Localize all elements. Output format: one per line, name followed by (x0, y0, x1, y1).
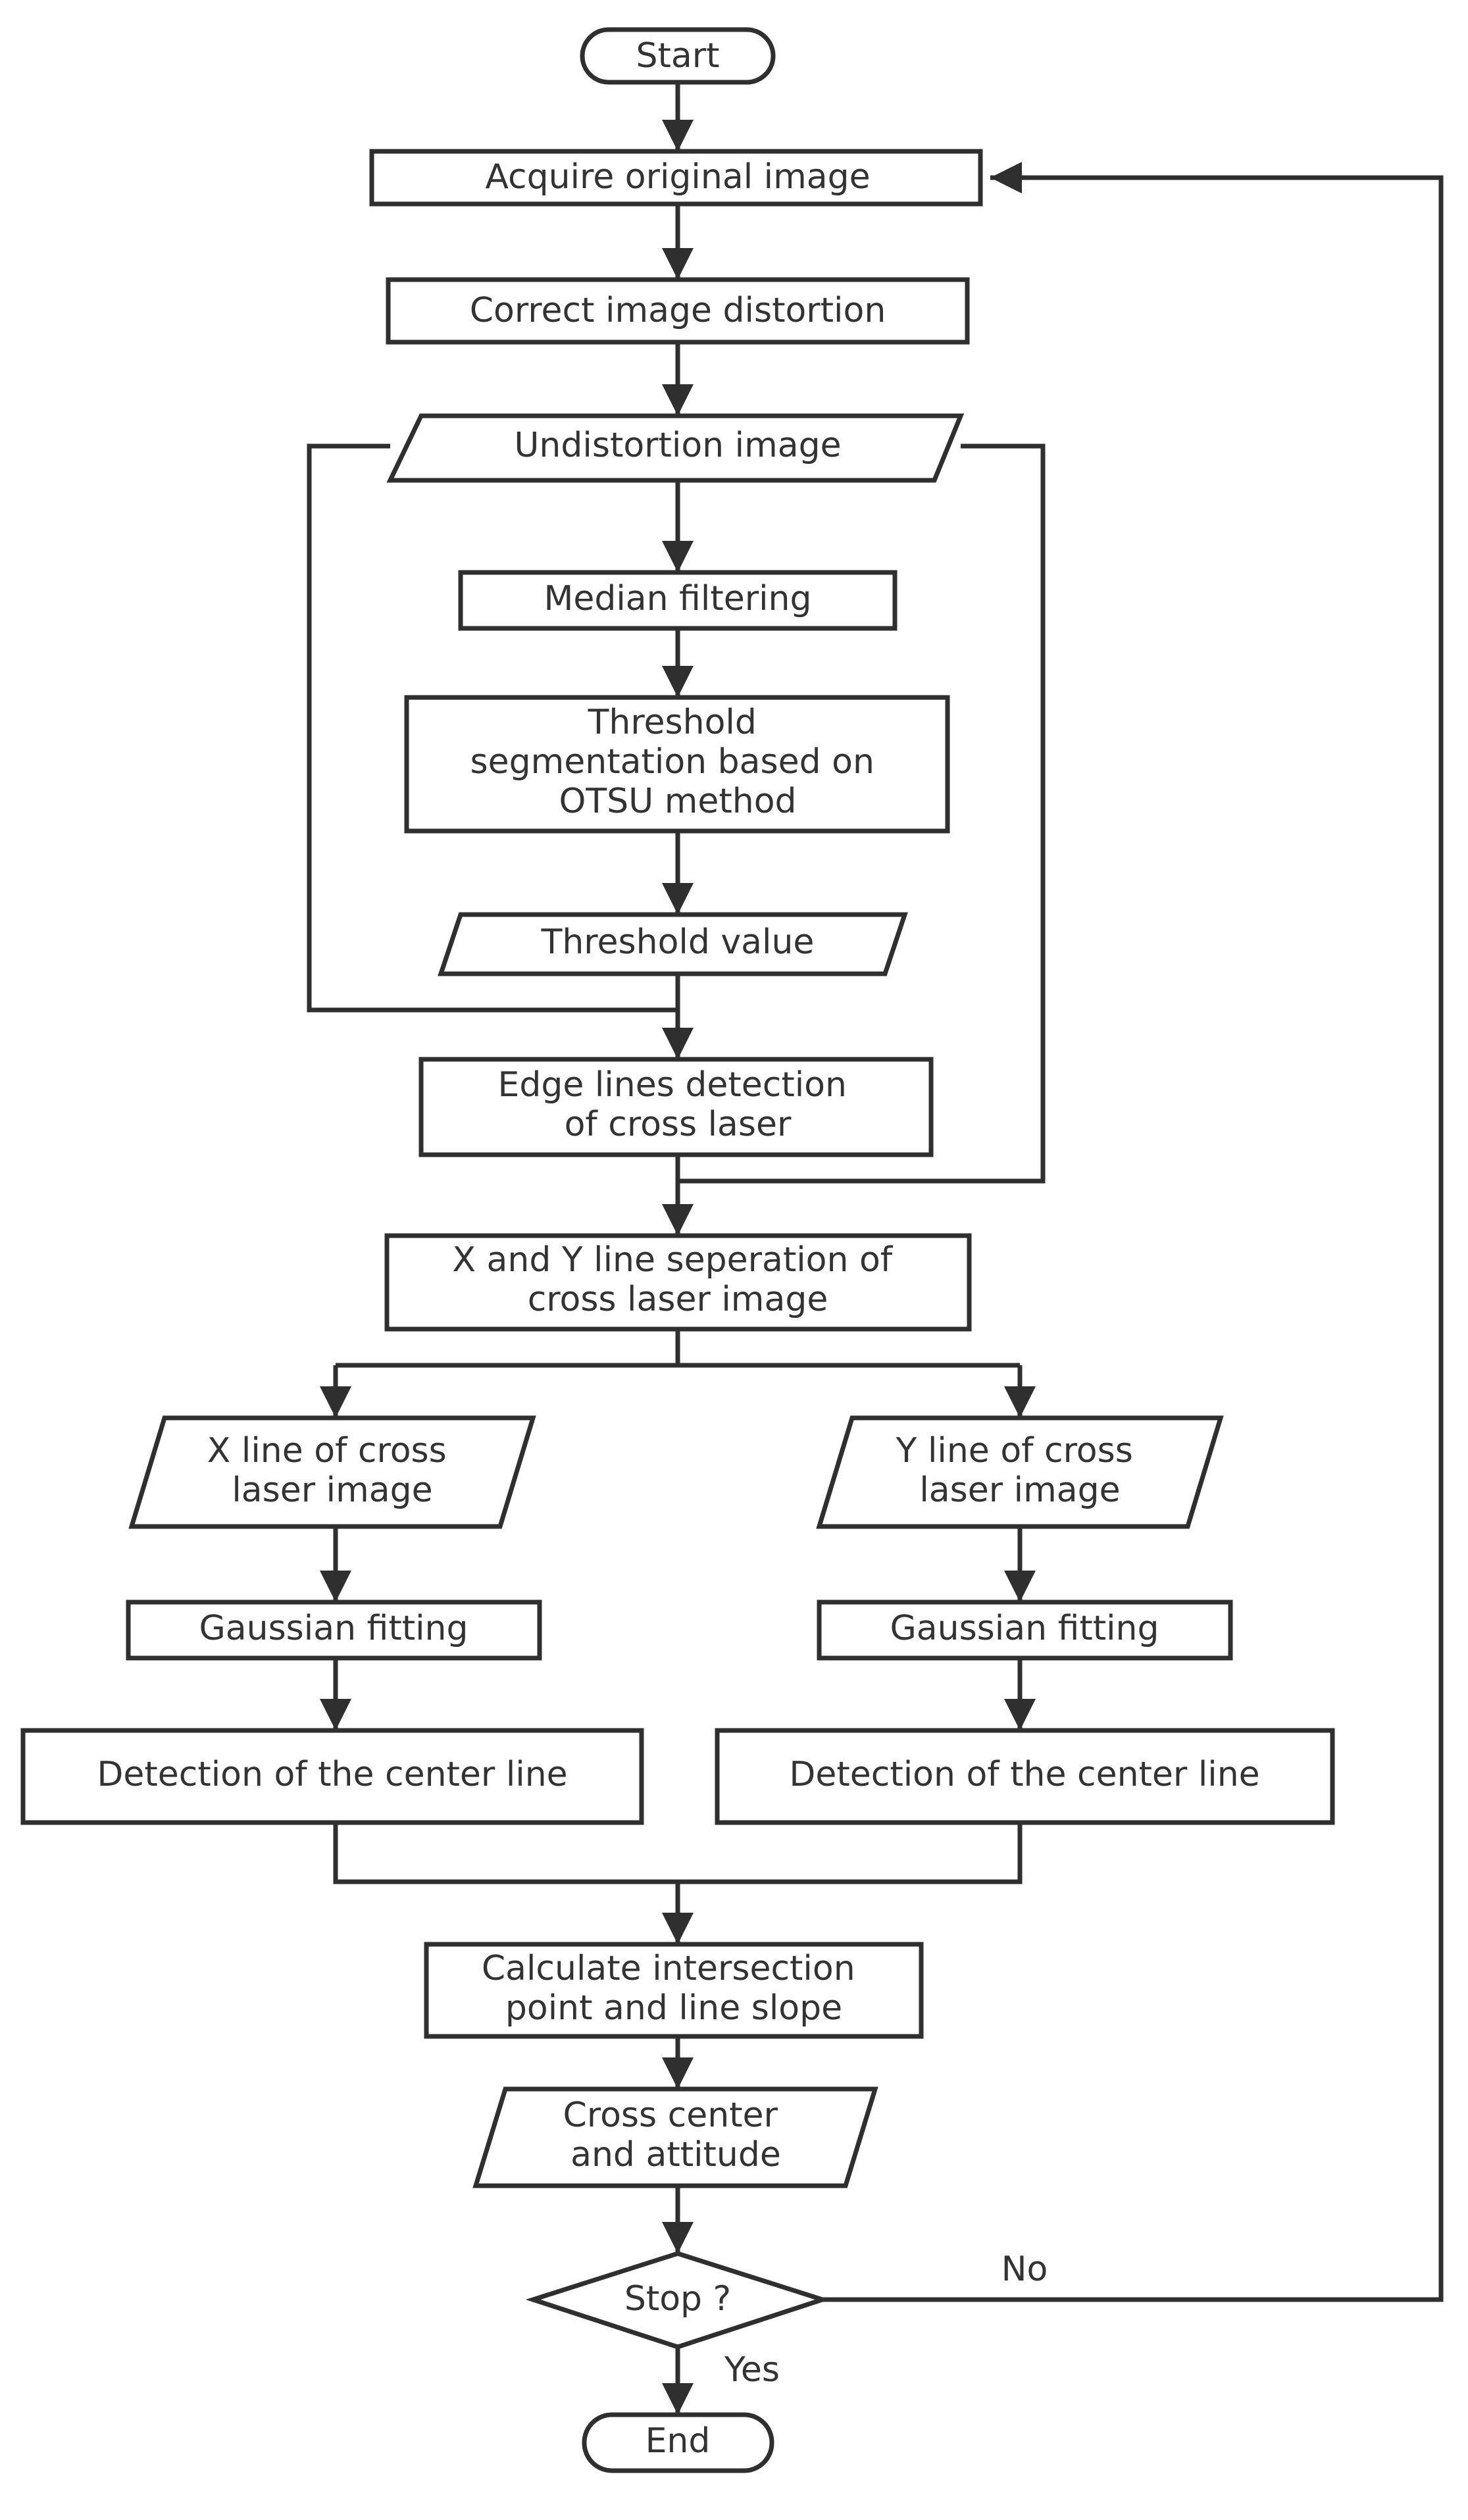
undistortion-parallelogram (386, 413, 965, 483)
threshold-parallelogram (438, 912, 908, 976)
end-label: End (645, 2421, 711, 2461)
crosscenter-label: Cross center and attitude (563, 2096, 789, 2175)
shapes (20, 27, 1335, 2473)
acquire-box (369, 149, 983, 207)
center-x-label: Detection of the center line (97, 1755, 567, 1794)
gauss-y-label: Gaussian fitting (890, 1609, 1159, 1648)
end-terminal (582, 2412, 774, 2473)
calc-box (424, 1942, 924, 2039)
otsu-box (404, 695, 950, 834)
xline-parallelogram (128, 1415, 536, 1529)
center-y-label: Detection of the center line (789, 1755, 1259, 1794)
edge-label: Edge lines detection of cross laser (498, 1065, 858, 1144)
median-label: Median filtering (544, 579, 811, 618)
acquire-label: Acquire original image (485, 157, 870, 197)
connector-separation-split (336, 1329, 1020, 1368)
otsu-label: Threshold segmentation based on OTSU met… (470, 703, 886, 821)
correct-label: Correct image distortion (470, 291, 886, 330)
edge-box (418, 1057, 934, 1157)
connector-undistortion-bypass-right (678, 443, 1046, 1184)
crosscenter-parallelogram (472, 2086, 878, 2188)
separation-box (384, 1233, 972, 1332)
undistortion-label: Undistortion image (514, 426, 841, 465)
connector-centers-merge (333, 1823, 1023, 1884)
stop-decision (525, 2251, 830, 2350)
gauss-y-box (817, 1600, 1233, 1661)
labels: Start Acquire original image Correct ima… (97, 36, 1259, 2461)
start-terminal (580, 27, 776, 85)
calc-label: Calculate intersection point and line sl… (482, 1949, 866, 2028)
gauss-x-label: Gaussian fitting (199, 1609, 468, 1648)
start-label: Start (636, 36, 719, 76)
separation-label: X and Y line seperation of cross laser i… (452, 1240, 903, 1319)
connector-undistortion-bypass-left (307, 443, 678, 1013)
center-x-box (20, 1728, 644, 1825)
gauss-x-box (126, 1600, 542, 1661)
xline-label: X line of cross laser image (207, 1431, 458, 1510)
edge-label-no: No (1001, 2250, 1048, 2289)
connectors (307, 82, 1444, 2415)
yline-parallelogram (816, 1415, 1224, 1529)
connector-stop-no-loop (823, 162, 1444, 2302)
threshold-value-label: Threshold value (541, 922, 815, 962)
yline-label: Y line of cross laser image (896, 1431, 1144, 1510)
center-y-box (715, 1728, 1335, 1825)
stop-label: Stop ? (624, 2279, 731, 2319)
correct-box (386, 277, 970, 345)
edge-label-yes: Yes (724, 2350, 780, 2390)
median-box (458, 570, 898, 631)
